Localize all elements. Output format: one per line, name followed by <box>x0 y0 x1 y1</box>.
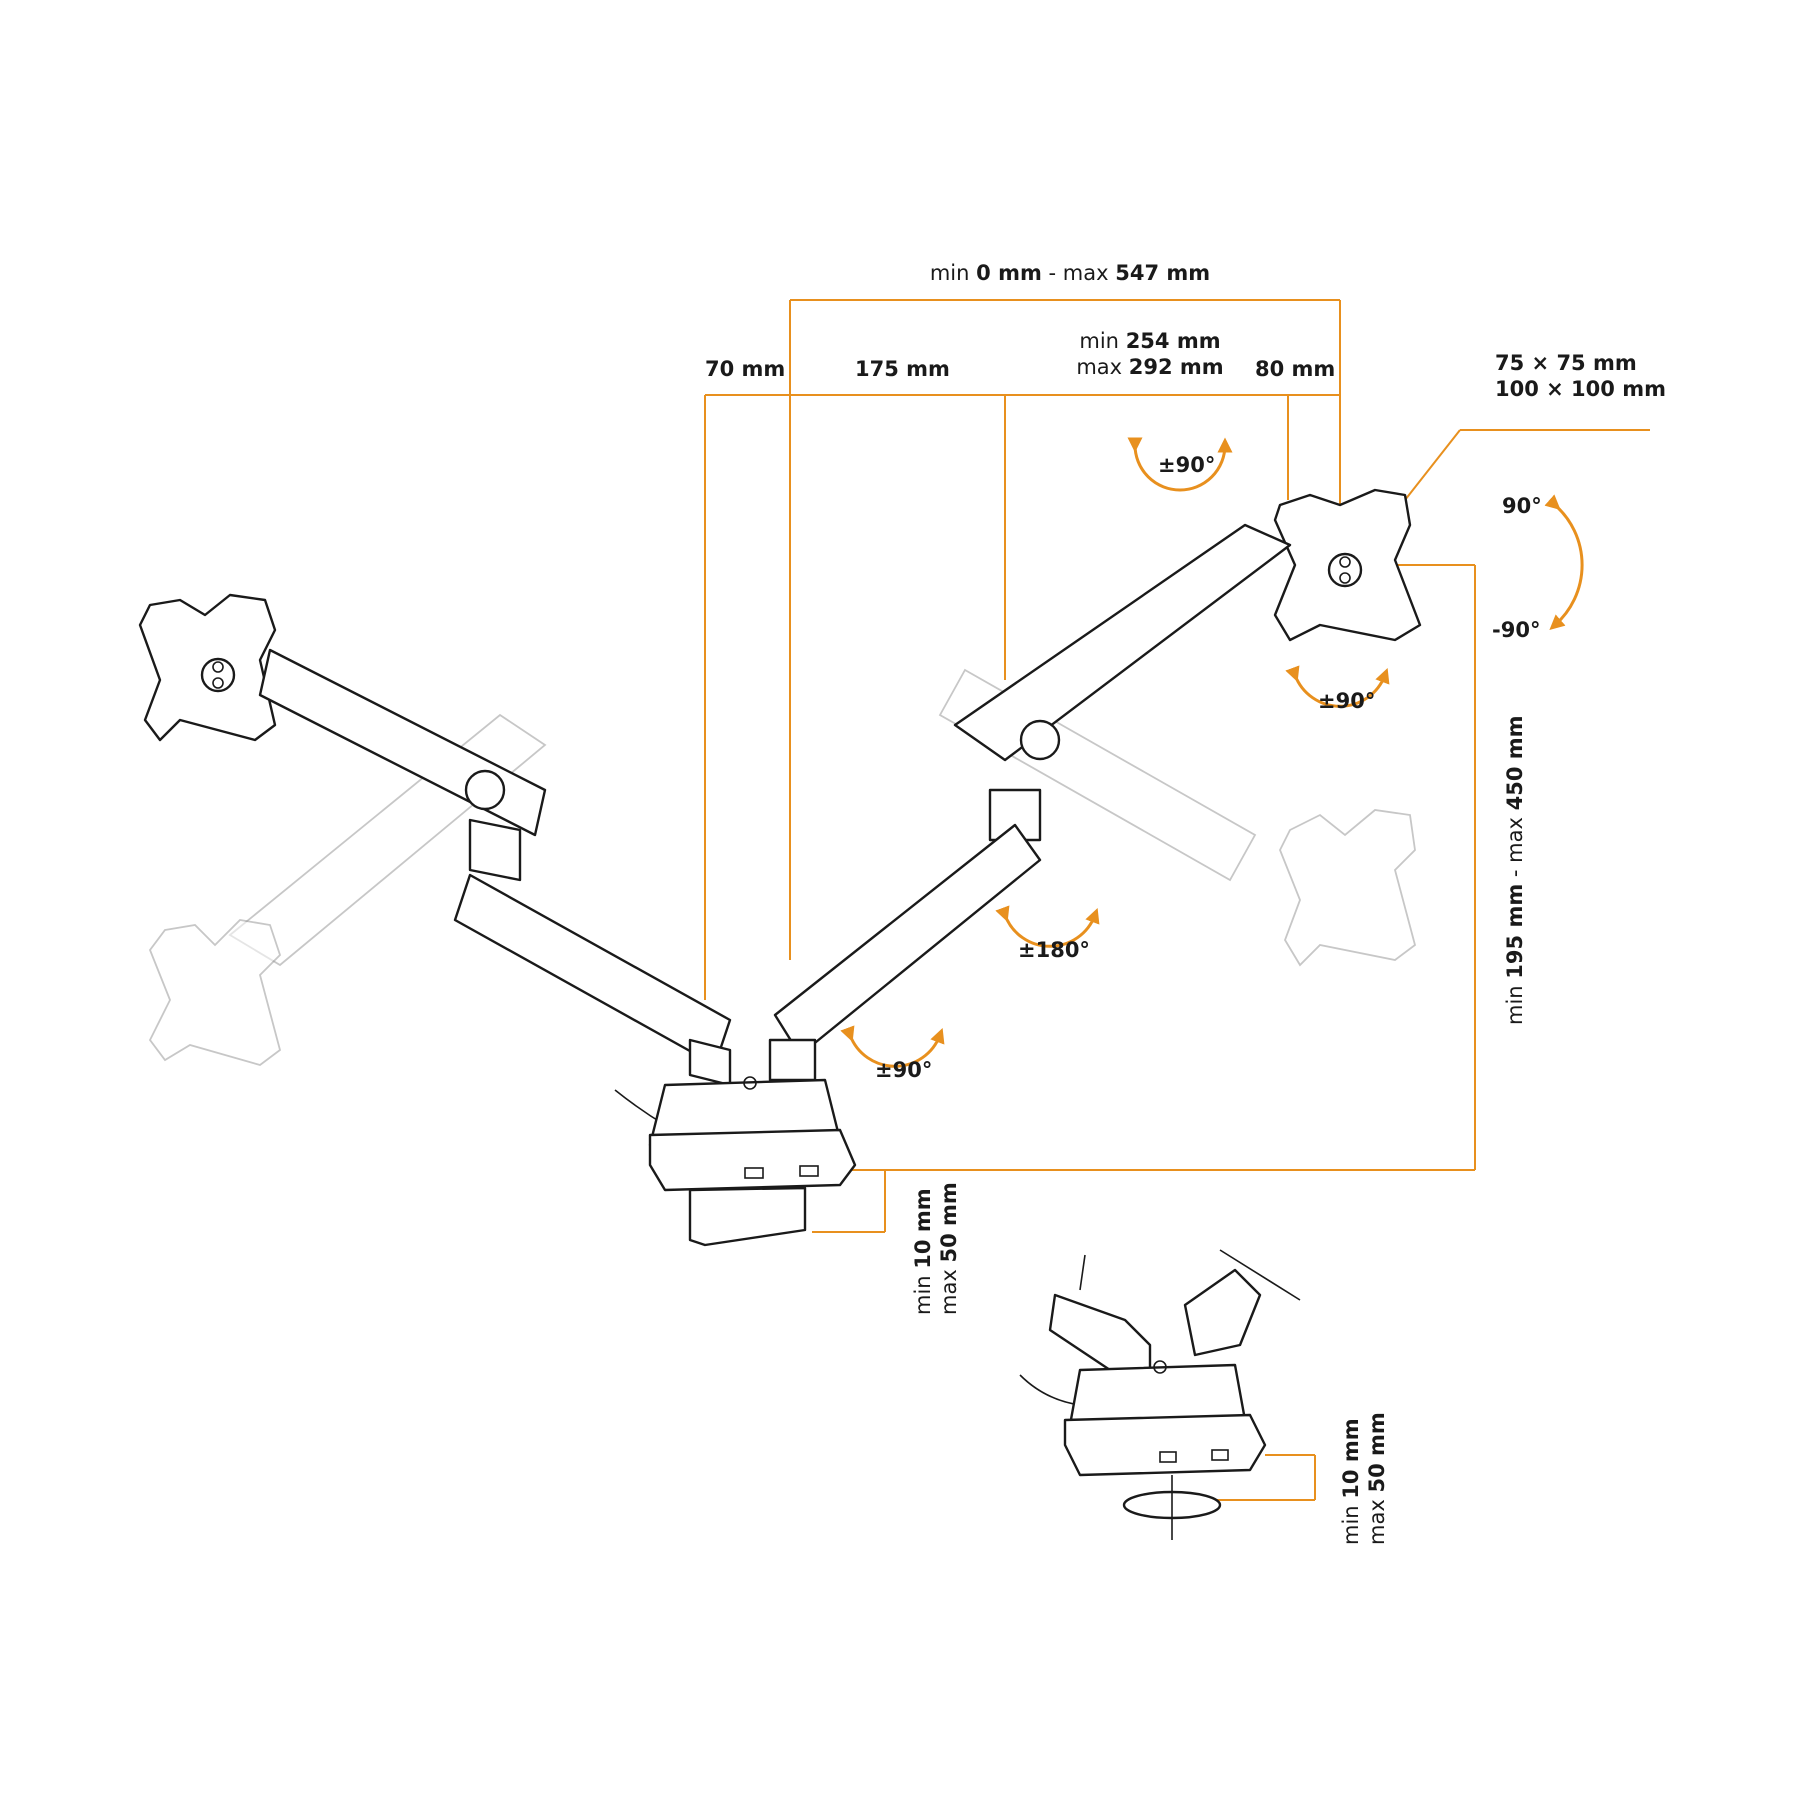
base-plate <box>648 1128 857 1192</box>
ghost-left-vesa-plate <box>148 919 282 1066</box>
offset-left-value: 70 mm <box>705 357 786 381</box>
segment-2-max-value: 292 mm <box>1128 355 1224 379</box>
right-vesa-hole-top <box>1339 556 1351 568</box>
arm-span-label: min 0 mm - max 547 mm <box>900 260 1240 286</box>
grommet-usb-port-1 <box>1159 1451 1177 1463</box>
offset-right-value: 80 mm <box>1255 357 1336 381</box>
grommet-max-value: 50 mm <box>1365 1412 1389 1493</box>
usb-port-1 <box>744 1167 764 1179</box>
desk-base <box>614 1076 857 1247</box>
vesa-label: 75 × 75 mm 100 × 100 mm <box>1495 350 1666 402</box>
arm-span-separator: - <box>1048 261 1057 285</box>
rotation-arcs <box>840 437 1584 1068</box>
segment-2-min-value: 254 mm <box>1125 329 1221 353</box>
usb-port-2 <box>799 1165 819 1177</box>
tilt-up-label: 90° <box>1502 493 1542 519</box>
head-swivel-arc <box>1127 437 1233 492</box>
segment-1-label: 175 mm <box>855 356 950 382</box>
right-vesa-hole-bottom <box>1339 572 1351 584</box>
left-vesa-hole-top <box>212 661 224 673</box>
height-separator: - <box>1503 869 1527 878</box>
tilt-up-value: 90° <box>1502 494 1542 518</box>
height-max-value: 450 mm <box>1503 715 1527 811</box>
head-rotate-value: ±90° <box>1318 689 1376 713</box>
clamp-min-value: 10 mm <box>911 1188 935 1269</box>
head-rotate-arc <box>1285 665 1390 708</box>
grommet-cable <box>1019 1374 1081 1406</box>
segment-2-min-prefix: min <box>1079 329 1119 353</box>
right-vesa-center-mount <box>1327 552 1363 588</box>
right-elbow-knob <box>1019 719 1061 761</box>
left-arm-pivot <box>688 1038 732 1087</box>
tilt-down-value: -90° <box>1492 618 1541 642</box>
grommet-thickness-label: min 10 mm max 50 mm <box>1338 1412 1390 1545</box>
vesa-size-2: 100 × 100 mm <box>1495 377 1666 401</box>
left-vesa-hole-bottom <box>212 677 224 689</box>
grommet-left-arm <box>1048 1293 1152 1377</box>
grommet-base-plate <box>1063 1413 1267 1477</box>
tilt-arc <box>1544 494 1584 630</box>
base-rotate-label: ±90° <box>875 1057 932 1083</box>
segment-2-max-prefix: max <box>1076 355 1123 379</box>
offset-right-label: 80 mm <box>1255 356 1335 382</box>
height-min-value: 195 mm <box>1503 883 1527 979</box>
grommet-usb-port-2 <box>1211 1449 1229 1461</box>
arm-span-max-prefix: max <box>1062 261 1109 285</box>
segment-1-value: 175 mm <box>855 357 950 381</box>
head-rotate-label: ±90° <box>1318 688 1375 714</box>
grommet-arm-edge-right <box>1219 1249 1301 1301</box>
height-min-prefix: min <box>1503 985 1527 1025</box>
arm-span-min-prefix: min <box>929 261 970 285</box>
base-rotate-arc <box>840 1025 945 1068</box>
height-max-prefix: max <box>1503 817 1527 863</box>
offset-left-label: 70 mm <box>705 356 785 382</box>
arm-span-min-value: 0 mm <box>976 261 1042 285</box>
clamp-thickness-label: min 10 mm max 50 mm <box>910 1182 962 1315</box>
right-upper-arm <box>953 523 1292 762</box>
left-elbow-knob <box>464 769 506 811</box>
arm-span-max-value: 547 mm <box>1115 261 1211 285</box>
grommet-arm-edge-left <box>1079 1254 1086 1291</box>
head-swivel-value: ±90° <box>1158 453 1216 477</box>
segment-2-label: min 254 mm max 292 mm <box>1075 328 1225 380</box>
left-elbow-joint <box>468 818 522 882</box>
left-arm <box>138 593 732 1087</box>
right-arm-pivot <box>768 1038 817 1082</box>
grommet-right-arm <box>1183 1268 1262 1357</box>
base-top-screw <box>743 1076 757 1090</box>
head-swivel-label: ±90° <box>1158 452 1215 478</box>
grommet-top-screw <box>1153 1360 1167 1374</box>
left-vesa-center-mount <box>200 657 236 693</box>
clamp-max-prefix: max <box>937 1269 961 1315</box>
grommet-min-value: 10 mm <box>1339 1418 1363 1499</box>
grommet-max-prefix: max <box>1365 1499 1389 1545</box>
desk-clamp <box>688 1186 807 1247</box>
vesa-size-1: 75 × 75 mm <box>1495 351 1637 375</box>
base-rotate-value: ±90° <box>875 1058 933 1082</box>
arm-rotate-label: ±180° <box>1018 937 1090 963</box>
grommet-min-prefix: min <box>1339 1505 1363 1545</box>
height-label: min 195 mm - max 450 mm <box>1502 715 1528 1025</box>
vesa-leader-line <box>1404 429 1461 501</box>
ghost-right-vesa-plate <box>1279 809 1417 967</box>
clamp-max-value: 50 mm <box>937 1182 961 1263</box>
grommet-detail <box>1019 1249 1301 1540</box>
arm-rotate-arc <box>995 905 1100 948</box>
right-lower-arm <box>773 823 1042 1057</box>
right-elbow-joint <box>988 788 1042 842</box>
arm-rotate-value: ±180° <box>1018 938 1090 962</box>
right-arm <box>768 488 1422 1082</box>
tilt-down-label: -90° <box>1492 617 1540 643</box>
dimension-lines <box>704 299 1650 1501</box>
clamp-min-prefix: min <box>911 1275 935 1315</box>
left-lower-arm <box>453 873 732 1067</box>
